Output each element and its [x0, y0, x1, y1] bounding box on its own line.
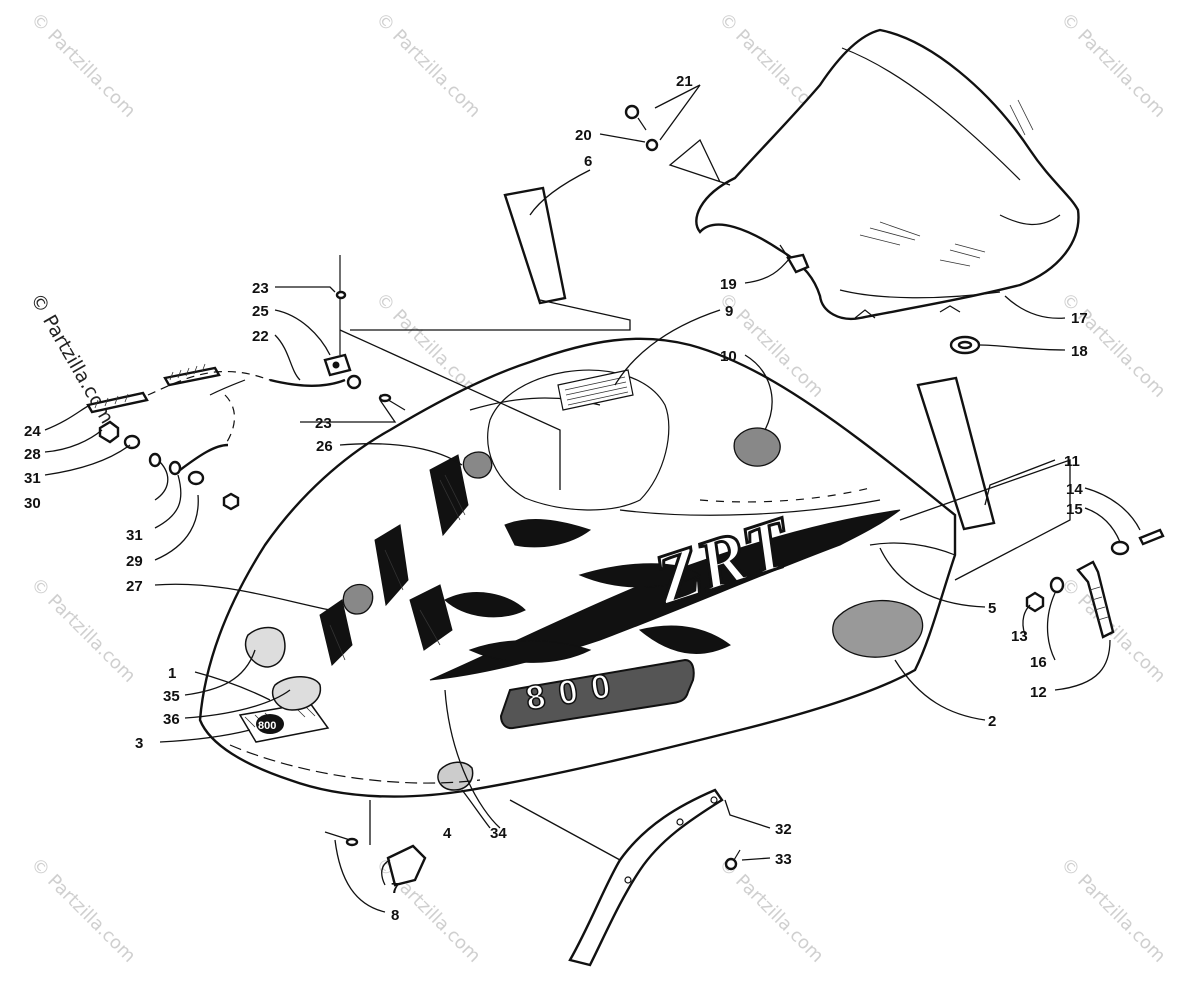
vent-panel-left: [503, 186, 567, 305]
screw: [724, 849, 741, 871]
callout-6: 6: [584, 153, 592, 170]
callout-23-bottom: 23: [315, 415, 332, 432]
watermark: © Partzilla.com: [1056, 9, 1169, 122]
watermark: © Partzilla.com: [26, 9, 139, 122]
watermark: © Partzilla.com: [371, 854, 484, 967]
callout-19: 19: [720, 276, 737, 293]
vent-panel-right: [916, 376, 996, 531]
callout-12: 12: [1030, 684, 1047, 701]
callout-27: 27: [126, 578, 143, 595]
hinge-bracket: [386, 844, 427, 887]
callout-23-top: 23: [252, 280, 269, 297]
callout-35: 35: [163, 688, 180, 705]
hood-strap: [568, 788, 724, 967]
callout-24: 24: [24, 423, 41, 440]
callout-labels: 1 2 3 4 5 6 7 8 9 10 11 12 13 14 15 16 1…: [24, 73, 1088, 924]
callout-13: 13: [1011, 628, 1028, 645]
watermark: © Partzilla.com: [371, 9, 484, 122]
callout-34: 34: [490, 825, 507, 842]
callout-15: 15: [1066, 501, 1083, 518]
callout-21: 21: [676, 73, 693, 90]
callout-30: 30: [24, 495, 41, 512]
hood: ZRT 800 800: [198, 337, 957, 798]
callout-11: 11: [1064, 453, 1080, 470]
badge-decal: 800: [238, 702, 330, 743]
callout-10: 10: [720, 348, 737, 365]
callout-29: 29: [126, 553, 143, 570]
cable-assembly: [86, 255, 406, 511]
callout-31-top: 31: [24, 470, 41, 487]
callout-17: 17: [1071, 310, 1088, 327]
watermark: © Partzilla.com: [371, 289, 484, 402]
watermark: © Partzilla.com: [26, 854, 139, 967]
callout-9: 9: [725, 303, 733, 320]
watermark: © Partzilla.com: [1056, 854, 1169, 967]
callout-14: 14: [1066, 481, 1083, 498]
callout-7: 7: [391, 880, 399, 897]
callout-31-bottom: 31: [126, 527, 143, 544]
windshield-hardware: [624, 104, 981, 355]
callout-2: 2: [988, 713, 996, 730]
callout-1: 1: [168, 665, 176, 682]
callout-25: 25: [252, 303, 269, 320]
callout-20: 20: [575, 127, 592, 144]
callout-18: 18: [1071, 343, 1088, 360]
callout-3: 3: [135, 735, 143, 752]
callout-16: 16: [1030, 654, 1047, 671]
callout-5: 5: [988, 600, 996, 617]
watermark: © Partzilla.com: [26, 574, 139, 687]
badge-decal-text: 800: [258, 720, 276, 732]
windshield: [695, 28, 1080, 321]
callout-8: 8: [391, 907, 399, 924]
callout-36: 36: [163, 711, 180, 728]
leader-lines: [44, 84, 1141, 913]
callout-33: 33: [775, 851, 792, 868]
callout-4: 4: [443, 825, 452, 842]
callout-22: 22: [252, 328, 269, 345]
callout-28: 28: [24, 446, 41, 463]
watermark: © Partzilla.com: [714, 854, 827, 967]
hood-latch-assembly: [1025, 528, 1165, 639]
callout-32: 32: [775, 821, 792, 838]
instrument-decal: [557, 369, 634, 411]
callout-26: 26: [316, 438, 333, 455]
